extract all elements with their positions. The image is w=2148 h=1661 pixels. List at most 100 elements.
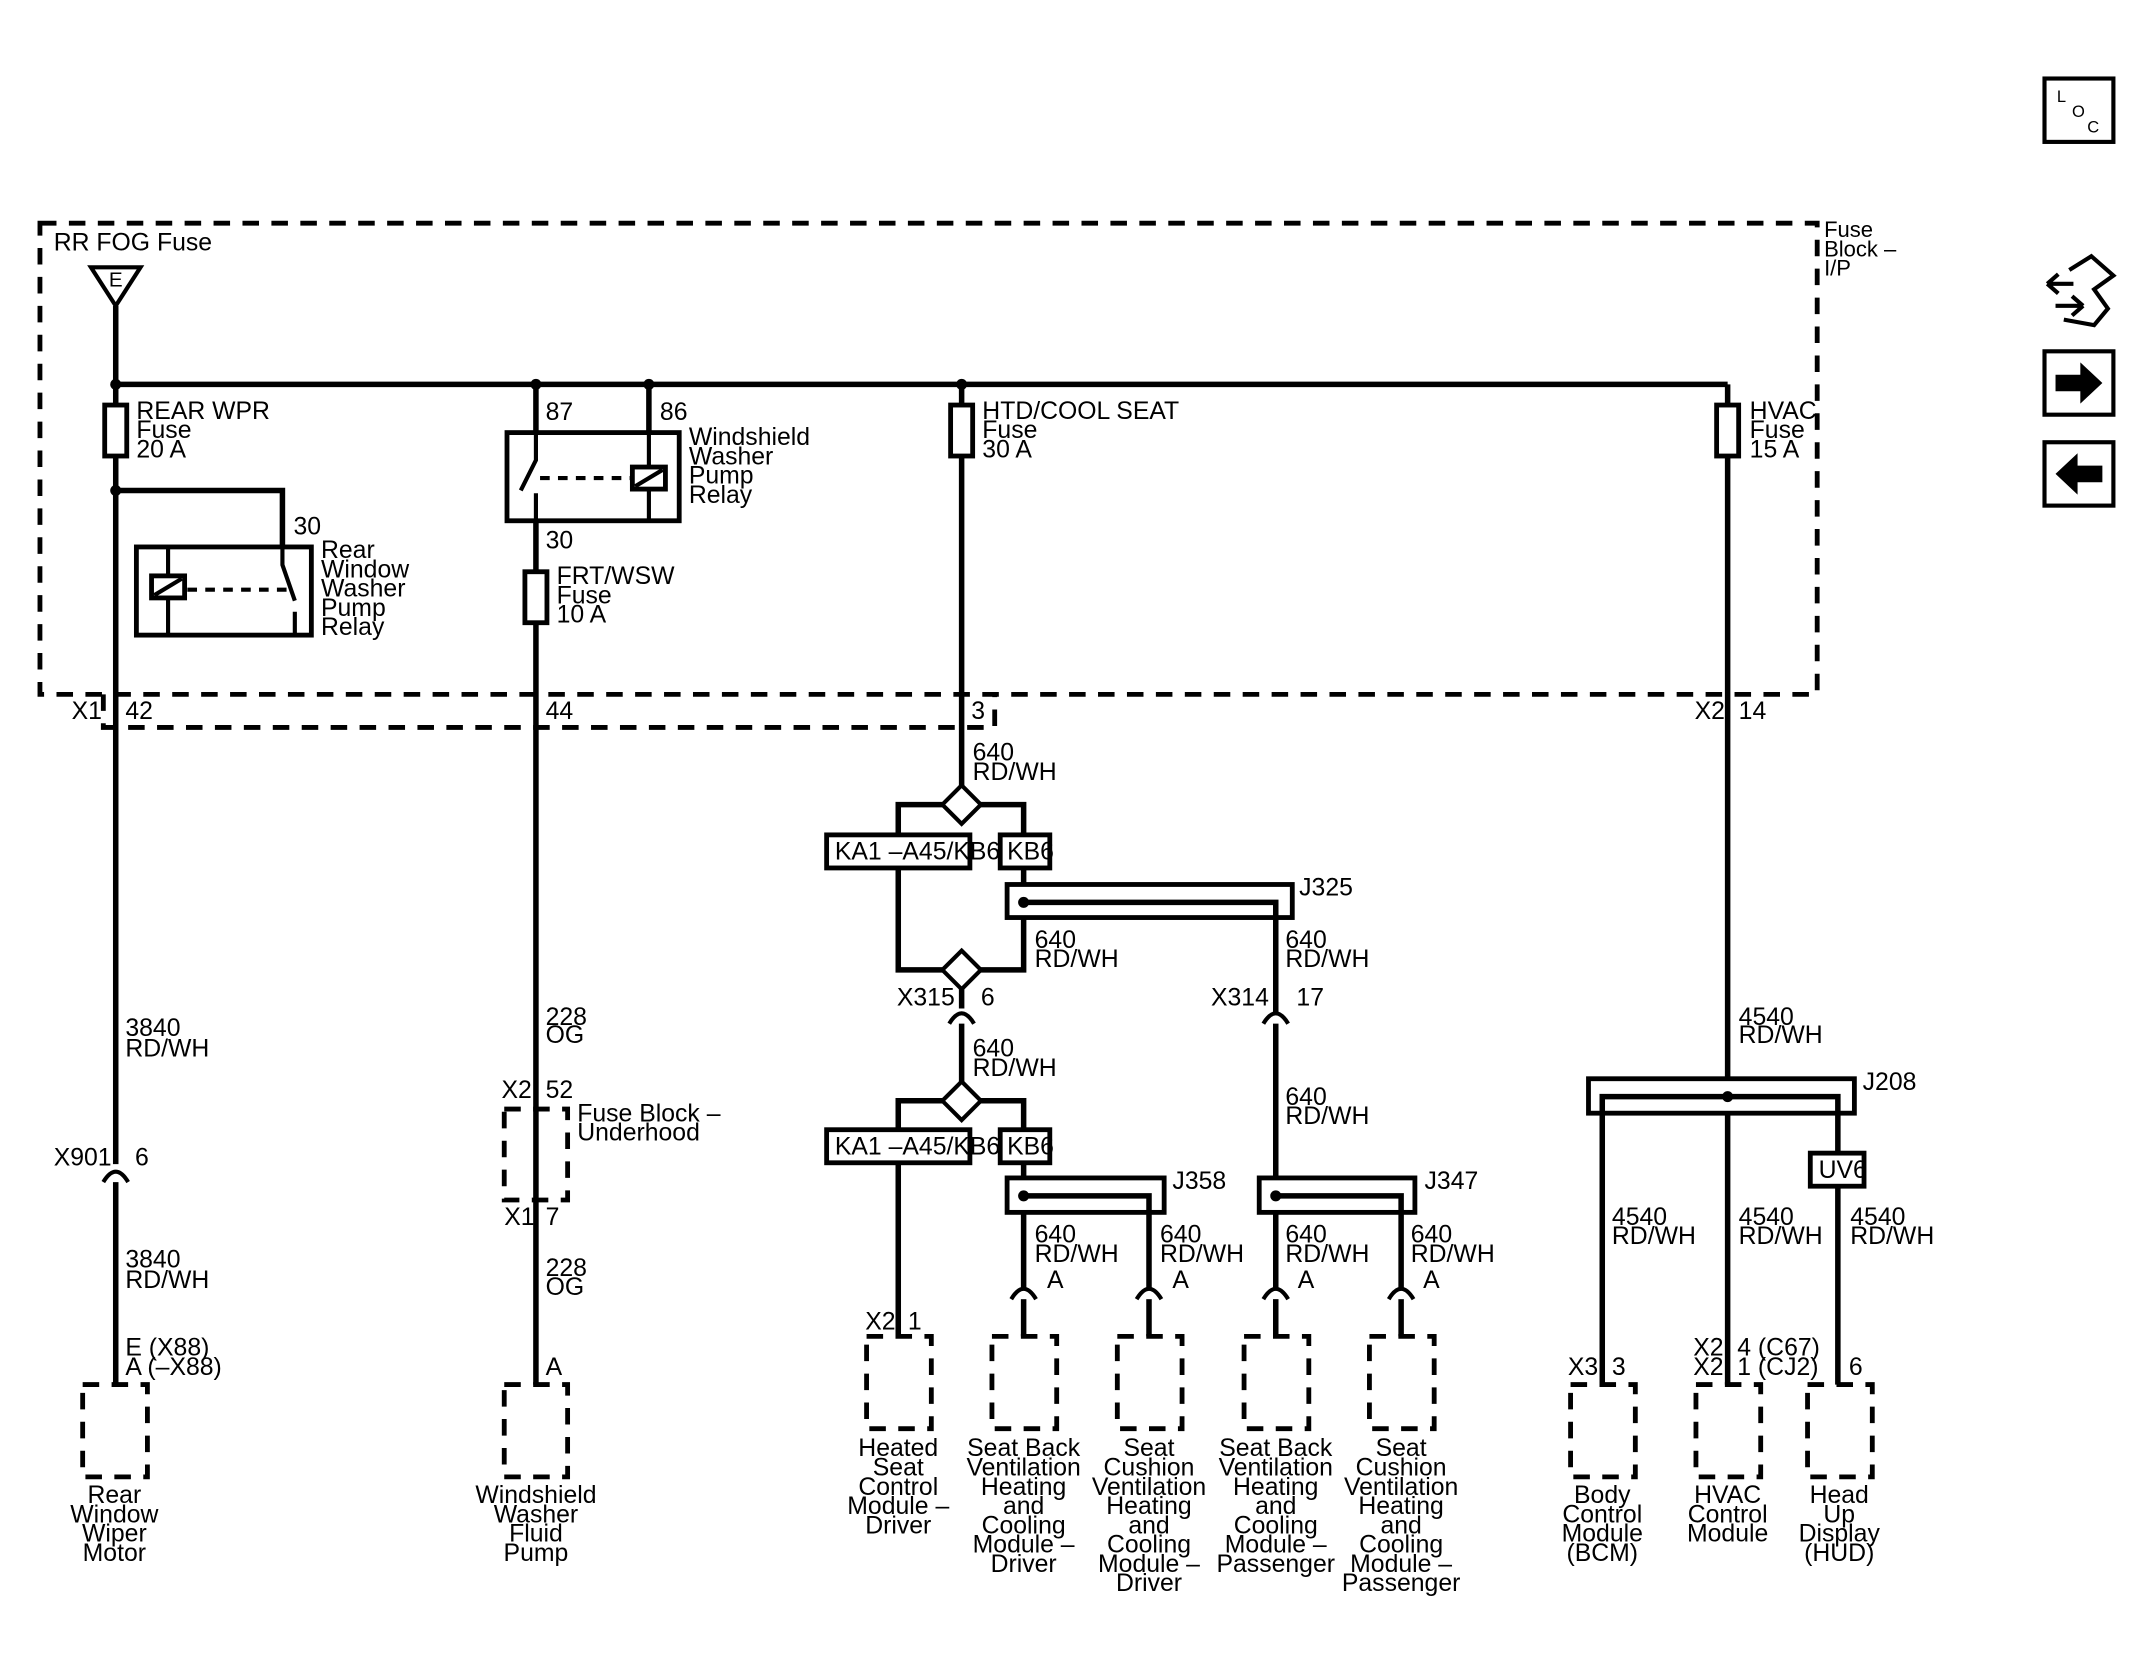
ws-relay-label: Washer bbox=[689, 443, 773, 470]
rear-wpr-fuse bbox=[102, 402, 130, 459]
wire-color: RD/WH bbox=[1285, 946, 1369, 973]
svg-text:Cooling: Cooling bbox=[1107, 1532, 1191, 1559]
option-ka1 bbox=[824, 832, 973, 871]
heated-seat-label: Heated Seat Control Module – Driver bbox=[847, 1435, 949, 1539]
rear-wpr-fuse-label: Fuse bbox=[136, 417, 191, 444]
seat-module-connectors bbox=[1009, 1286, 1416, 1337]
svg-text:Passenger: Passenger bbox=[1217, 1551, 1335, 1578]
svg-text:Driver: Driver bbox=[865, 1512, 931, 1539]
pin-a: A bbox=[1298, 1267, 1315, 1294]
wire-circuit-640: 640 bbox=[973, 1036, 1014, 1063]
hvac-fuse bbox=[1714, 402, 1742, 459]
rear-relay-label: Window bbox=[321, 556, 409, 583]
wire-circuit-3840: 3840 bbox=[125, 1246, 180, 1273]
hvac-control-module bbox=[1693, 1382, 1764, 1480]
htd-cool-fuse-label: HTD/COOL SEAT bbox=[982, 398, 1179, 425]
fb-underhood-x1: X1 bbox=[504, 1204, 534, 1231]
wire-circuit-3840: 3840 bbox=[125, 1015, 180, 1042]
svg-text:Cushion: Cushion bbox=[1356, 1455, 1447, 1482]
sbv-passenger-label: Seat Back Ventilation Heating and Coolin… bbox=[1217, 1435, 1335, 1578]
wire-circuit-4540: 4540 bbox=[1739, 1004, 1794, 1031]
svg-text:and: and bbox=[1380, 1512, 1421, 1539]
windshield-washer-pump bbox=[501, 1382, 571, 1480]
fb-underhood-pin-7: 7 bbox=[546, 1204, 560, 1231]
svg-text:and: and bbox=[1003, 1493, 1044, 1520]
htd-cool-seat-fuse bbox=[948, 402, 976, 459]
body-control-module bbox=[1568, 1382, 1638, 1480]
fuse-block-underhood bbox=[501, 1106, 571, 1203]
svg-text:Heating: Heating bbox=[981, 1474, 1066, 1501]
wire-color: RD/WH bbox=[1411, 1241, 1495, 1268]
svg-text:Seat: Seat bbox=[873, 1455, 924, 1482]
fb-underhood-pin-52: 52 bbox=[546, 1077, 574, 1104]
loc-button[interactable]: L O C bbox=[2042, 76, 2116, 144]
rear-wpr-fuse-label: REAR WPR bbox=[136, 398, 270, 425]
hvac-fuse-label: HVAC bbox=[1750, 398, 1817, 425]
svg-text:Body: Body bbox=[1574, 1482, 1631, 1509]
wire-color: RD/WH bbox=[1035, 946, 1119, 973]
wire-circuit-640: 640 bbox=[1160, 1222, 1201, 1249]
frt-wsw-fuse-label: Fuse bbox=[557, 582, 612, 609]
wire-circuit-640: 640 bbox=[1035, 1222, 1076, 1249]
ws-relay-label: Pump bbox=[689, 463, 754, 490]
rear-wiper-motor-label: Window bbox=[70, 1501, 158, 1528]
j358-label: J358 bbox=[1172, 1168, 1226, 1195]
svg-text:Ventilation: Ventilation bbox=[1344, 1474, 1458, 1501]
scv-passenger-label: Seat Cushion Ventilation Heating and Coo… bbox=[1342, 1435, 1460, 1597]
option-uv6-label: UV6 bbox=[1819, 1157, 1867, 1184]
svg-text:Ventilation: Ventilation bbox=[966, 1455, 1080, 1482]
heated-seat-pin-1: 1 bbox=[908, 1308, 922, 1335]
hud-pin-6: 6 bbox=[1849, 1354, 1863, 1381]
wire-circuit-640: 640 bbox=[1035, 927, 1076, 954]
svg-text:Module: Module bbox=[1562, 1521, 1643, 1548]
option-ka1-label: KA1 –A45/KB6 bbox=[835, 839, 1000, 866]
bcm-x3: X3 bbox=[1568, 1354, 1598, 1381]
svg-text:Cooling: Cooling bbox=[1359, 1532, 1443, 1559]
rear-wpr-fuse-label: 20 A bbox=[136, 436, 186, 463]
x1-connector-outline bbox=[100, 694, 998, 730]
x1-label: X1 bbox=[72, 698, 102, 725]
fb-underhood-x2: X2 bbox=[501, 1077, 531, 1104]
pump-pin-a: A bbox=[546, 1354, 563, 1381]
svg-text:Module –: Module – bbox=[973, 1532, 1075, 1559]
svg-text:Head: Head bbox=[1810, 1482, 1869, 1509]
connector-x901 bbox=[101, 1169, 130, 1184]
loc-icon[interactable] bbox=[2042, 76, 2116, 144]
washer-pump-label: Fluid bbox=[509, 1521, 563, 1548]
fuse-block-ip-label: I/P bbox=[1824, 256, 1851, 281]
wire-color-og: OG bbox=[546, 1022, 585, 1049]
heated-seat-x2: X2 bbox=[865, 1308, 895, 1335]
rear-relay-label: Rear bbox=[321, 537, 375, 564]
svg-text:Cooling: Cooling bbox=[1234, 1512, 1318, 1539]
wire-circuit-228: 228 bbox=[546, 1255, 587, 1282]
wiper-pin-label: A (–X88) bbox=[125, 1354, 221, 1381]
pin-a: A bbox=[1172, 1267, 1189, 1294]
svg-text:Ventilation: Ventilation bbox=[1219, 1455, 1333, 1482]
svg-text:Heating: Heating bbox=[1106, 1493, 1191, 1520]
x901-pin-6: 6 bbox=[135, 1145, 149, 1172]
wire-circuit-4540: 4540 bbox=[1739, 1204, 1794, 1231]
wire-color: RD/WH bbox=[1612, 1223, 1696, 1250]
rr-fog-fuse-label: RR FOG Fuse bbox=[54, 230, 212, 257]
tools-icon[interactable] bbox=[2045, 253, 2117, 328]
svg-text:Seat: Seat bbox=[1376, 1435, 1427, 1462]
wire-circuit-640: 640 bbox=[1285, 1084, 1326, 1111]
j208-label: J208 bbox=[1863, 1069, 1917, 1096]
svg-text:Up: Up bbox=[1823, 1501, 1855, 1528]
head-up-display bbox=[1805, 1382, 1875, 1480]
fb-underhood-label: Fuse Block – bbox=[577, 1100, 720, 1127]
wire-circuit-640: 640 bbox=[1285, 927, 1326, 954]
svg-text:Cooling: Cooling bbox=[982, 1512, 1066, 1539]
x2-label: X2 bbox=[1695, 698, 1725, 725]
connector-x315 bbox=[947, 1011, 976, 1025]
previous-page-button[interactable] bbox=[2042, 440, 2116, 508]
next-page-button[interactable] bbox=[2042, 349, 2116, 417]
seat-back-vent-module-driver bbox=[989, 1333, 1060, 1432]
x315-pin-6: 6 bbox=[981, 985, 995, 1012]
fuse-block-ip-label: Block – bbox=[1824, 236, 1897, 261]
svg-text:Module –: Module – bbox=[1225, 1532, 1327, 1559]
wire-circuit-228: 228 bbox=[546, 1004, 587, 1031]
svg-text:(HUD): (HUD) bbox=[1804, 1540, 1874, 1567]
ws-relay-pin-87: 87 bbox=[546, 399, 574, 426]
